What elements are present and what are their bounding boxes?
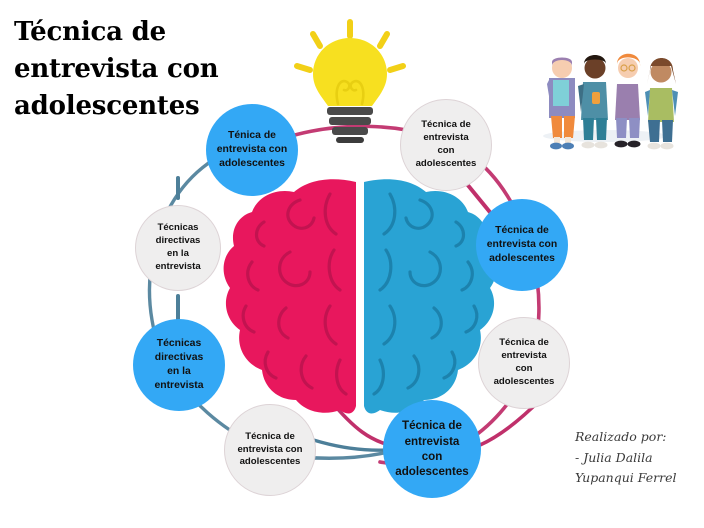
node-bottom-right-label: Técnica de entrevista con adolescentes	[395, 419, 469, 479]
node-mid-right-label: Técnica de entrevista con adolescentes	[486, 225, 558, 264]
students-illustration	[543, 53, 678, 150]
node-mid-left-label: Técnicas directivas en la entrevista	[155, 222, 201, 272]
node-bottom-left[interactable]: Técnica de entrevista con adolescentes	[224, 404, 316, 496]
node-low-left[interactable]: Técnicas directivas en la entrevista	[133, 319, 225, 411]
node-bottom-left-label: Técnica de entrevista con adolescentes	[237, 430, 303, 468]
author-signature: Realizado por: - Julia Dalila Yupanqui F…	[575, 429, 677, 486]
lightbulb-base	[327, 107, 373, 143]
student-1	[547, 57, 575, 150]
brain-illustration	[223, 179, 497, 414]
brain-left-sulci	[241, 192, 348, 396]
node-top-left[interactable]: Ténica de entrevista con adolescentes	[206, 104, 298, 196]
node-top-left-label: Ténica de entrevista con adolescentes	[216, 130, 288, 169]
node-top-right-label: Técnica de entrevista con adolescentes	[415, 119, 477, 169]
node-low-right-label: Técnica de entrevista con adolescentes	[493, 337, 555, 387]
student-2	[578, 55, 608, 149]
node-mid-left[interactable]: Técnicas directivas en la entrevista	[135, 205, 221, 291]
brain-right-sulci	[372, 192, 479, 396]
page-title: Técnica de entrevista con adolescentes	[14, 17, 219, 121]
lightbulb-filament	[335, 79, 365, 106]
node-low-right[interactable]: Técnica de entrevista con adolescentes	[478, 317, 570, 409]
node-mid-right[interactable]: Técnica de entrevista con adolescentes	[476, 199, 568, 291]
student-4	[645, 58, 678, 150]
student-3	[614, 53, 641, 148]
lightbulb-icon	[294, 19, 406, 143]
node-low-left-label: Técnicas directivas en la entrevista	[154, 338, 204, 391]
node-bottom-right[interactable]: Técnica de entrevista con adolescentes	[383, 400, 481, 498]
node-top-right[interactable]: Técnica de entrevista con adolescentes	[400, 99, 492, 191]
lightbulb-rays	[294, 19, 406, 73]
lightbulb-glass	[313, 38, 387, 106]
